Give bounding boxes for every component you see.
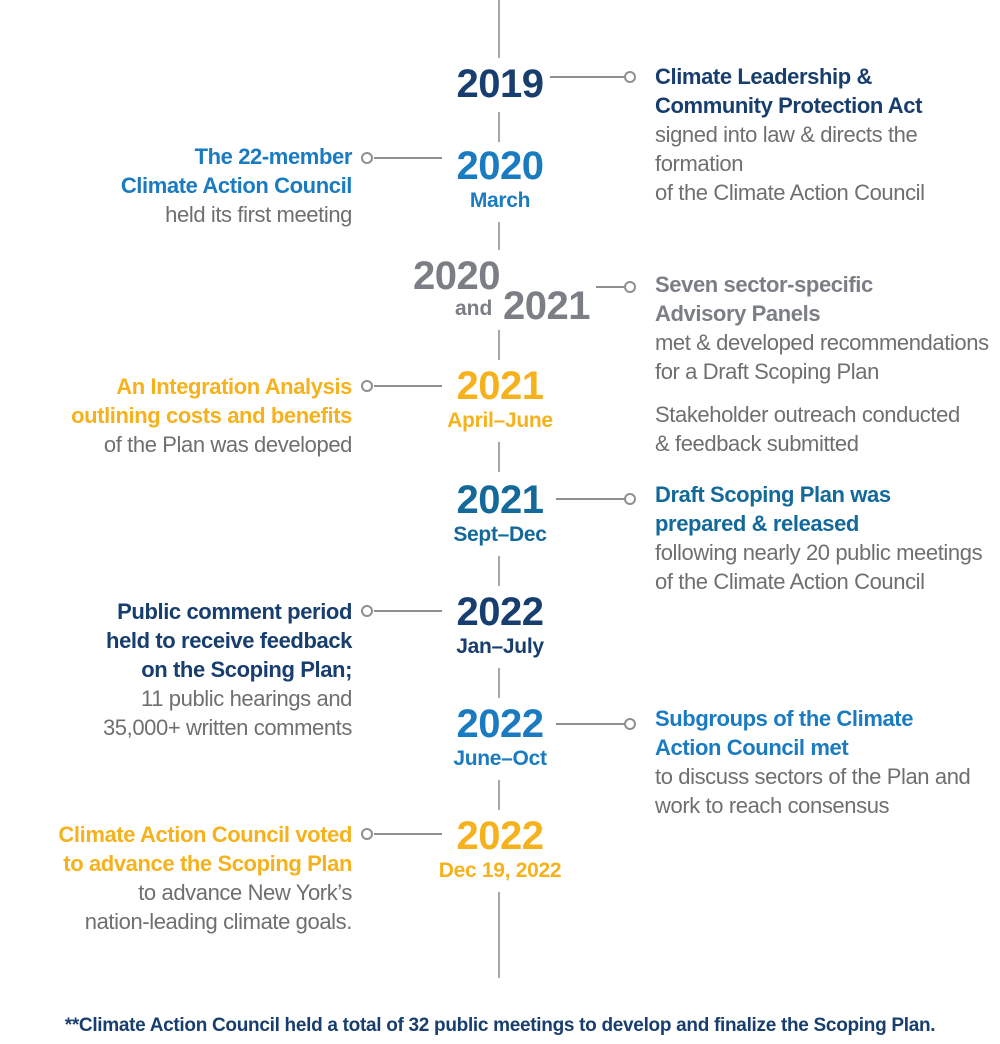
connector-line (596, 286, 624, 288)
event-body: of the Plan was developed (103, 432, 352, 457)
connector-line (556, 498, 624, 500)
connector-line (556, 723, 624, 725)
and-label: and (455, 297, 493, 320)
event-body: 35,000+ written comments (102, 715, 352, 740)
event-body: & feedback submitted (655, 431, 859, 456)
event-text-subgroups: Subgroups of the Climate Action Council … (655, 704, 971, 820)
event-title: Community Protection Act (655, 93, 923, 118)
timeline-spine (498, 556, 500, 586)
timeline-spine-bottom (498, 892, 500, 978)
year: 2021 (456, 478, 544, 522)
year-label-2022-june-oct: 2022 June–Oct (400, 704, 600, 769)
year-label-2019: 2019 (400, 64, 600, 104)
connector-dot (361, 152, 373, 164)
event-body: to advance New York’s (138, 880, 352, 905)
event-title: An Integration Analysis (116, 374, 352, 399)
event-body: 11 public hearings and (141, 686, 352, 711)
connector-line (374, 157, 442, 159)
year: 2022 (456, 590, 544, 634)
connector-dot (624, 71, 636, 83)
year-label-2021-april-june: 2021 April–June (400, 366, 600, 431)
event-text-integration-analysis: An Integration Analysis outlining costs … (71, 372, 352, 459)
event-body: of the Climate Action Council (655, 180, 925, 205)
year: 2021 (503, 284, 590, 328)
event-text-council-voted: Climate Action Council voted to advance … (58, 820, 352, 936)
year: 2020 (456, 144, 544, 188)
event-title: Action Council met (655, 735, 849, 760)
year: 2022 (456, 814, 544, 858)
connector-dot (361, 828, 373, 840)
timeline-spine (498, 442, 500, 472)
period: April–June (447, 409, 553, 432)
connector-line (374, 610, 442, 612)
event-body: work to reach consensus (655, 793, 890, 818)
year-label-2022-dec: 2022 Dec 19, 2022 (400, 816, 600, 881)
timeline-spine-top (498, 0, 500, 58)
event-body: following nearly 20 public meetings (655, 540, 983, 565)
event-title: Advisory Panels (655, 301, 821, 326)
timeline-spine (498, 780, 500, 810)
connector-dot (624, 493, 636, 505)
year-label-2021-sept-dec: 2021 Sept–Dec (400, 480, 600, 545)
event-body: signed into law & directs the formation (655, 122, 918, 176)
event-text-2019: Climate Leadership & Community Protectio… (655, 62, 1000, 207)
year: 2019 (456, 62, 544, 106)
event-title: Seven sector-specific (655, 272, 873, 297)
event-title: prepared & released (655, 511, 859, 536)
event-title: Public comment period (117, 599, 352, 624)
connector-dot (624, 718, 636, 730)
footer-note: **Climate Action Council held a total of… (64, 1015, 936, 1036)
connector-line (374, 385, 442, 387)
event-text-public-comment: Public comment period held to receive fe… (103, 597, 352, 742)
event-title: Climate Action Council (120, 173, 353, 198)
event-body: of the Climate Action Council (655, 569, 925, 594)
event-title: Subgroups of the Climate (655, 706, 914, 731)
event-body: nation-leading climate goals. (84, 909, 353, 934)
year-label-2020-2021: 2020 and 2021 (410, 256, 600, 326)
connector-line (550, 76, 624, 78)
timeline-spine (498, 112, 500, 142)
event-title: held to receive feedback (106, 628, 352, 653)
event-title: on the Scoping Plan; (141, 657, 352, 682)
event-body: met & developed recommendations (655, 330, 989, 355)
year: 2022 (456, 702, 544, 746)
timeline-spine (498, 668, 500, 698)
event-text-draft-scoping-plan: Draft Scoping Plan was prepared & releas… (655, 480, 983, 596)
period: Sept–Dec (453, 523, 547, 546)
event-title: Draft Scoping Plan was (655, 482, 891, 507)
year: 2020 (413, 254, 500, 298)
event-text-2020: The 22-member Climate Action Council hel… (120, 142, 353, 229)
timeline-spine (498, 222, 500, 250)
event-body: for a Draft Scoping Plan (655, 359, 879, 384)
event-title: Climate Action Council voted (58, 822, 352, 847)
period: Dec 19, 2022 (438, 859, 562, 882)
year-label-2020-march: 2020 March (400, 146, 600, 211)
event-title: to advance the Scoping Plan (63, 851, 352, 876)
period: June–Oct (453, 747, 547, 770)
connector-dot (361, 605, 373, 617)
event-text-advisory-panels: Seven sector-specific Advisory Panels me… (655, 270, 989, 458)
event-body: to discuss sectors of the Plan and (655, 764, 971, 789)
period: March (469, 189, 531, 212)
year-label-2022-jan-july: 2022 Jan–July (400, 592, 600, 657)
connector-line (374, 833, 442, 835)
event-title: Climate Leadership & (655, 64, 872, 89)
event-body: held its first meeting (165, 202, 352, 227)
event-title: outlining costs and benefits (71, 403, 352, 428)
timeline-spine (498, 330, 500, 360)
event-title: The 22-member (194, 144, 353, 169)
connector-dot (624, 281, 636, 293)
connector-dot (361, 380, 373, 392)
period: Jan–July (456, 635, 544, 658)
event-body: Stakeholder outreach conducted (655, 402, 960, 427)
year: 2021 (456, 364, 544, 408)
